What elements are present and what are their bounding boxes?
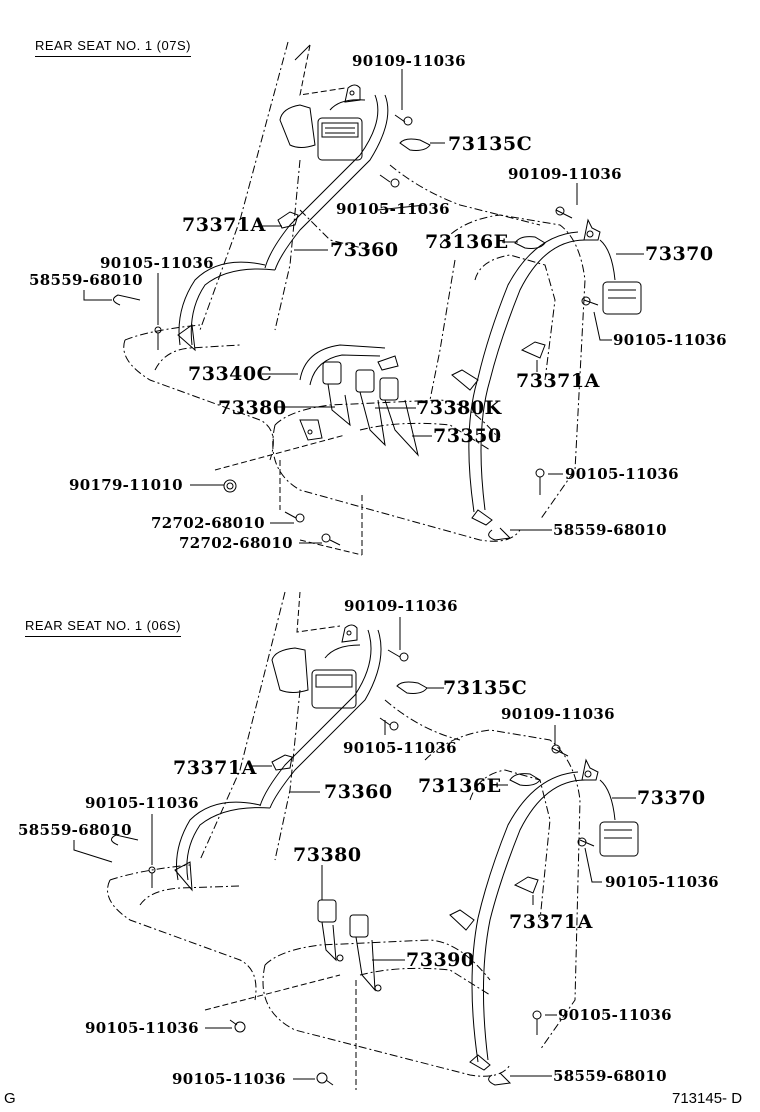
part-label-72702-68010[interactable]: 72702-68010 <box>151 514 265 532</box>
part-label-73340c[interactable]: 73340C <box>188 363 273 385</box>
part-label-73380[interactable]: 73380 <box>293 844 362 866</box>
part-label-73370[interactable]: 73370 <box>645 243 714 265</box>
part-label-73390[interactable]: 73390 <box>406 949 475 971</box>
part-label-73135c[interactable]: 73135C <box>443 677 528 699</box>
part-label-90105-11036[interactable]: 90105-11036 <box>172 1070 286 1088</box>
footer-left-code: G <box>4 1090 16 1107</box>
part-label-73135c[interactable]: 73135C <box>448 133 533 155</box>
part-label-90105-11036[interactable]: 90105-11036 <box>85 1019 199 1037</box>
part-label-72702-68010[interactable]: 72702-68010 <box>179 534 293 552</box>
section-title-07s: REAR SEAT NO. 1 (07S) <box>35 38 191 57</box>
part-label-58559-68010[interactable]: 58559-68010 <box>29 271 143 289</box>
part-label-73371a[interactable]: 73371A <box>173 757 257 779</box>
part-label-90105-11036[interactable]: 90105-11036 <box>85 794 199 812</box>
part-label-58559-68010[interactable]: 58559-68010 <box>553 521 667 539</box>
part-label-73360[interactable]: 73360 <box>330 239 399 261</box>
part-label-90105-11036[interactable]: 90105-11036 <box>565 465 679 483</box>
part-label-73371a[interactable]: 73371A <box>182 214 266 236</box>
part-label-58559-68010[interactable]: 58559-68010 <box>553 1067 667 1085</box>
section-06s-leaders <box>73 617 636 1080</box>
part-label-73371a[interactable]: 73371A <box>509 911 593 933</box>
part-label-90105-11036[interactable]: 90105-11036 <box>613 331 727 349</box>
part-label-73136e[interactable]: 73136E <box>418 775 502 797</box>
part-label-58559-68010[interactable]: 58559-68010 <box>18 821 132 839</box>
part-label-90179-11010[interactable]: 90179-11010 <box>69 476 183 494</box>
section-07s-drawing <box>113 41 642 556</box>
part-label-73350[interactable]: 73350 <box>433 425 502 447</box>
part-label-90105-11036[interactable]: 90105-11036 <box>343 739 457 757</box>
part-label-73371a[interactable]: 73371A <box>516 370 600 392</box>
part-label-73380[interactable]: 73380 <box>218 397 287 419</box>
section-07s-leaders <box>83 69 644 544</box>
part-label-73370[interactable]: 73370 <box>637 787 706 809</box>
part-label-90105-11036[interactable]: 90105-11036 <box>605 873 719 891</box>
part-label-73136e[interactable]: 73136E <box>425 231 509 253</box>
part-label-90109-11036[interactable]: 90109-11036 <box>344 597 458 615</box>
section-06s-drawing <box>107 591 639 1090</box>
section-title-06s: REAR SEAT NO. 1 (06S) <box>25 618 181 637</box>
part-label-90105-11036[interactable]: 90105-11036 <box>336 200 450 218</box>
part-label-73380k[interactable]: 73380K <box>416 397 502 419</box>
part-label-90105-11036[interactable]: 90105-11036 <box>558 1006 672 1024</box>
part-label-90109-11036[interactable]: 90109-11036 <box>501 705 615 723</box>
part-label-90109-11036[interactable]: 90109-11036 <box>352 52 466 70</box>
figure-code: 713145- D <box>672 1090 743 1107</box>
part-label-90105-11036[interactable]: 90105-11036 <box>100 254 214 272</box>
part-label-90109-11036[interactable]: 90109-11036 <box>508 165 622 183</box>
part-label-73360[interactable]: 73360 <box>324 781 393 803</box>
